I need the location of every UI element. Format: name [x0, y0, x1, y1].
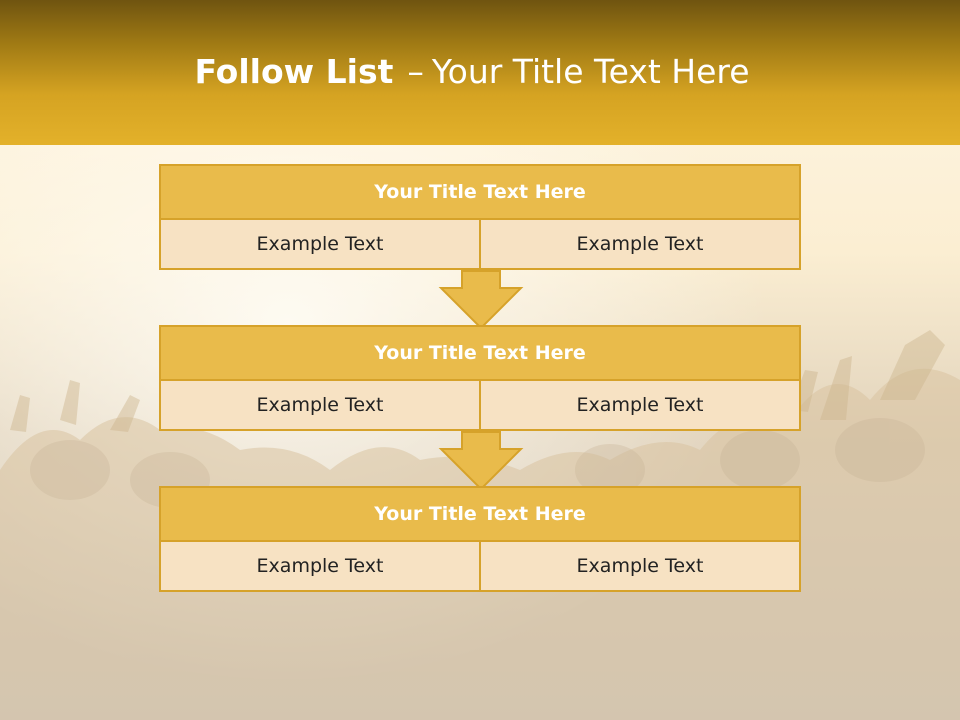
step-row-1: Example Text Example Text [159, 220, 801, 270]
step-1-right-text: Example Text [481, 220, 801, 270]
step-box-1: Your Title Text Here Example Text Exampl… [159, 164, 801, 270]
title-rest-part: Your Title Text Here [431, 52, 750, 91]
step-1-left-text: Example Text [159, 220, 481, 270]
step-box-2: Your Title Text Here Example Text Exampl… [159, 325, 801, 431]
step-3-right-text: Example Text [481, 542, 801, 592]
step-box-3: Your Title Text Here Example Text Exampl… [159, 486, 801, 592]
step-title-3: Your Title Text Here [159, 486, 801, 542]
step-3-left-text: Example Text [159, 542, 481, 592]
step-row-2: Example Text Example Text [159, 381, 801, 431]
slide-title: Follow List–Your Title Text Here [0, 52, 944, 91]
step-2-left-text: Example Text [159, 381, 481, 431]
title-dash: – [407, 52, 424, 91]
down-arrow-icon [438, 431, 524, 491]
step-title-1: Your Title Text Here [159, 164, 801, 220]
step-row-3: Example Text Example Text [159, 542, 801, 592]
down-arrow-icon [438, 270, 524, 330]
title-banner [0, 0, 960, 145]
title-bold-part: Follow List [194, 52, 394, 91]
step-title-2: Your Title Text Here [159, 325, 801, 381]
step-2-right-text: Example Text [481, 381, 801, 431]
